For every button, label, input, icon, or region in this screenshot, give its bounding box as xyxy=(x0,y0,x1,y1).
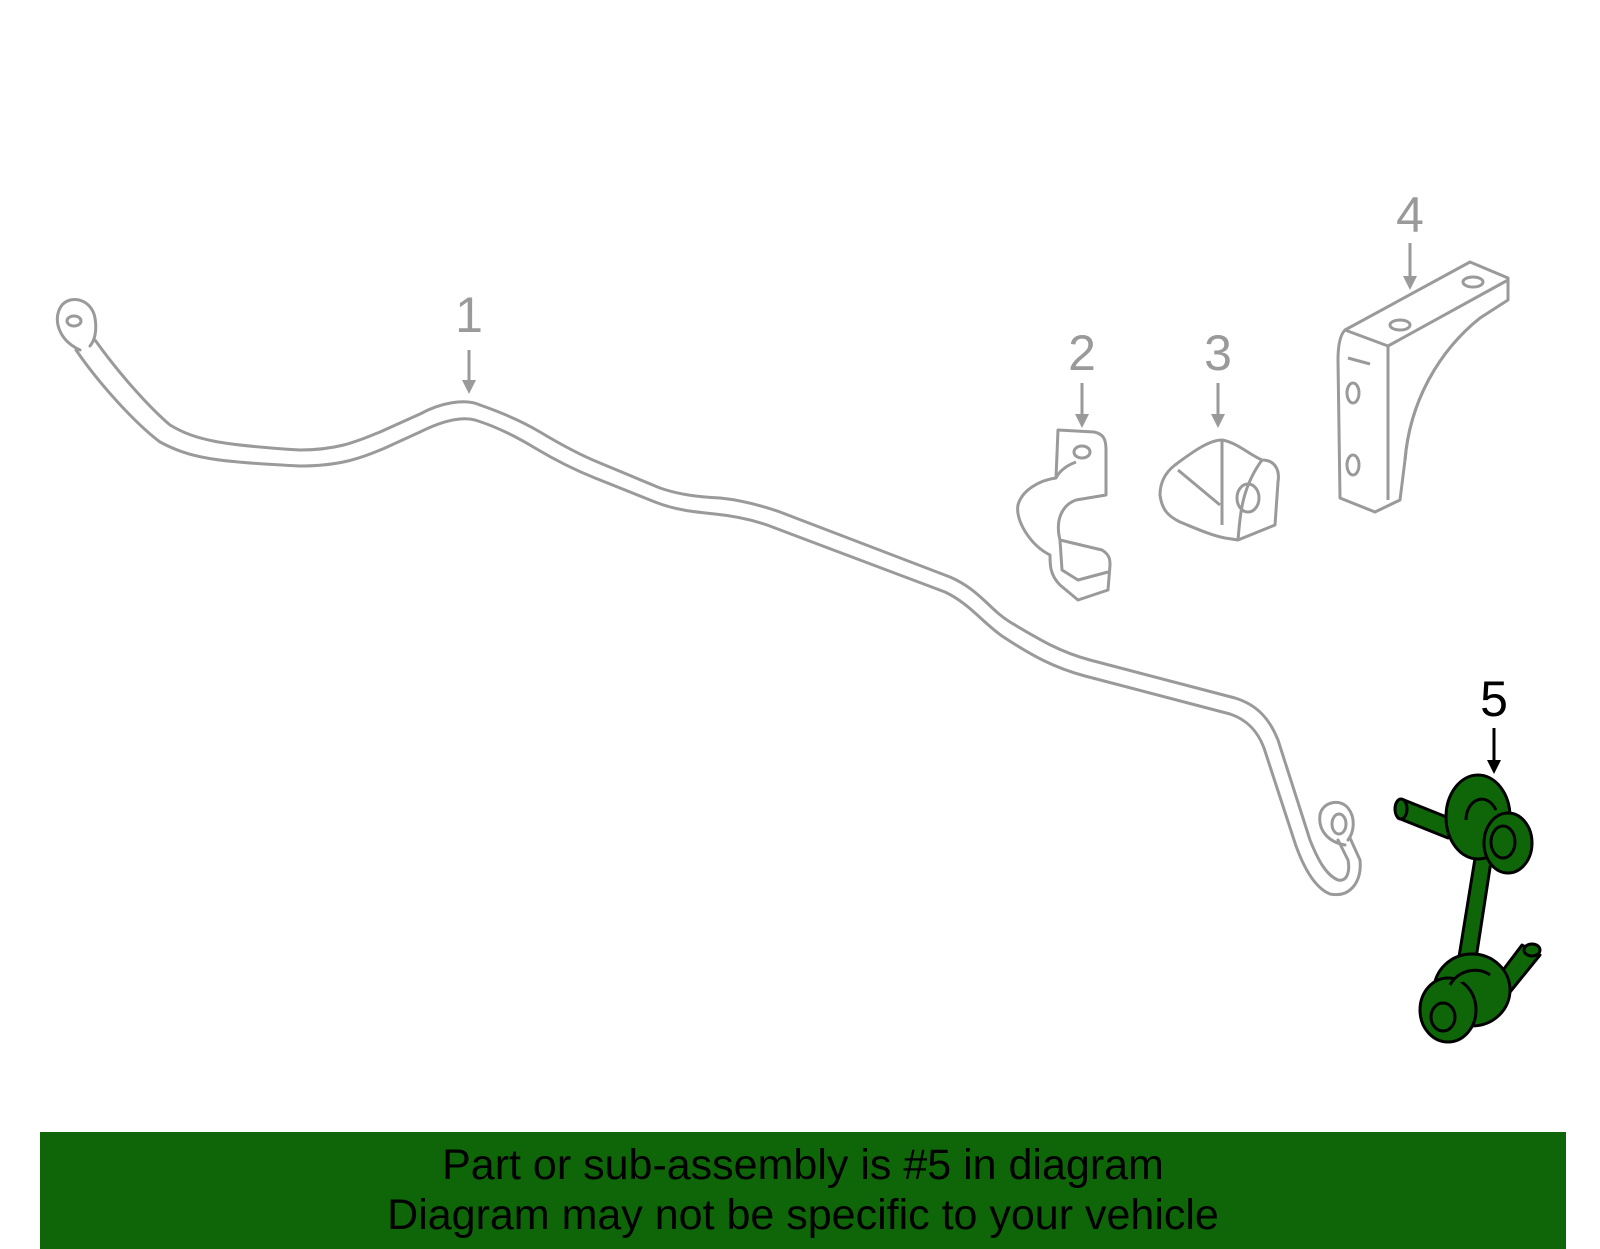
banner-line-disclaimer: Diagram may not be specific to your vehi… xyxy=(387,1191,1219,1239)
callout-3: 3 xyxy=(1204,325,1232,381)
part-1-stabilizer-bar[interactable] xyxy=(56,298,1362,897)
part-5-stabilizer-link[interactable] xyxy=(1393,773,1542,1044)
callout-1: 1 xyxy=(455,287,483,343)
part-4-mounting-bracket[interactable] xyxy=(1336,260,1510,514)
callout-arrows xyxy=(462,243,1501,774)
callout-2: 2 xyxy=(1068,325,1096,381)
callout-4: 4 xyxy=(1396,187,1424,243)
part-2-bracket[interactable] xyxy=(1016,428,1112,602)
part-3-bushing[interactable] xyxy=(1158,438,1280,542)
banner-line-part-number: Part or sub-assembly is #5 in diagram xyxy=(442,1141,1164,1189)
info-banner: Part or sub-assembly is #5 in diagram Di… xyxy=(40,1132,1566,1249)
callout-5: 5 xyxy=(1480,671,1508,727)
